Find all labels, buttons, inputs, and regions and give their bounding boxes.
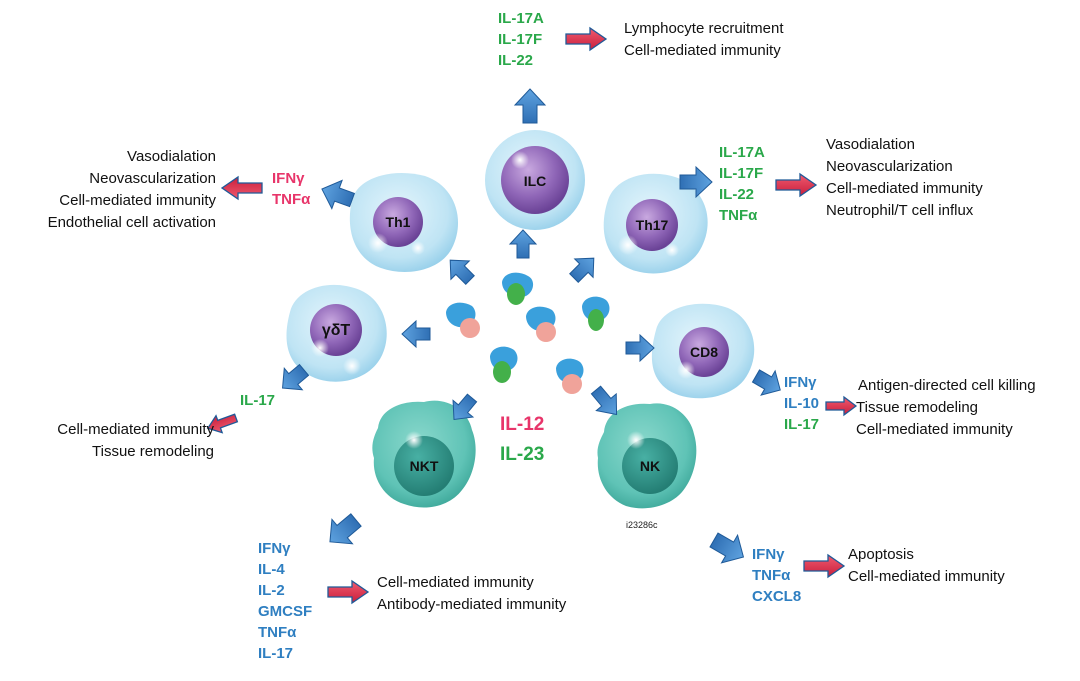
ilc-cell: [485, 130, 585, 230]
th1-effect: Endothelial cell activation: [47, 214, 216, 231]
nk-cytokine: CXCL8: [752, 588, 802, 605]
ilc-cytokine: IL-22: [498, 52, 534, 69]
nkt-cytokine: IL-4: [258, 561, 285, 578]
th17-effect: Neutrophil/T cell influx: [826, 202, 974, 219]
th1-effect: Vasodialation: [127, 148, 216, 165]
nk-effect-list: Apoptosis Cell-mediated immunity: [848, 544, 1005, 588]
cd8-effect: Tissue remodeling: [856, 399, 978, 416]
nk-cell: [597, 403, 697, 509]
th1-label: Th1: [385, 214, 411, 230]
ilc-cytokine: IL-17F: [498, 31, 543, 48]
cd8-label: CD8: [689, 344, 719, 360]
gdt-label: γδT: [321, 322, 351, 339]
ilc-cytokine: IL-17A: [498, 10, 544, 27]
nk-effect: Cell-mediated immunity: [848, 568, 1005, 585]
gdt-cytokine-list: IL-17: [240, 390, 275, 411]
th1-cytokine: IFNγ: [272, 170, 305, 187]
nk-cytokine: TNFα: [752, 567, 791, 584]
nkt-cytokine: IL-17: [258, 645, 294, 662]
ilc-effect-list: Lymphocyte recruitment Cell-mediated imm…: [624, 18, 784, 62]
cd8-effect: Cell-mediated immunity: [856, 421, 1013, 438]
gdt-cell: [286, 284, 387, 382]
central-cytokine-cluster: [446, 272, 610, 394]
th1-effect: Neovascularization: [89, 170, 216, 187]
nkt-cytokine: TNFα: [258, 624, 297, 641]
cd8-cytokine: IFNγ: [784, 374, 817, 391]
th17-cytokine: TNFα: [719, 207, 758, 224]
th17-effect: Cell-mediated immunity: [826, 180, 983, 197]
nkt-effect: Antibody-mediated immunity: [377, 596, 567, 613]
th1-cell: [349, 173, 459, 272]
nkt-cytokine: IL-2: [258, 582, 285, 599]
figure-code: i23286c: [626, 520, 658, 530]
th1-effect-list: Vasodialation Neovascularization Cell-me…: [48, 146, 216, 234]
th17-cytokine: IL-17F: [719, 165, 764, 182]
nkt-cytokine: GMCSF: [258, 603, 313, 620]
nkt-cytokine-list: IFNγ IL-4 IL-2 GMCSF TNFα IL-17: [258, 538, 312, 664]
pathway-arrows: [282, 88, 781, 564]
nk-effect: Apoptosis: [848, 546, 914, 563]
th17-effect: Vasodialation: [826, 136, 915, 153]
nk-cytokine: IFNγ: [752, 546, 785, 563]
effect-arrows: [206, 26, 858, 605]
th1-cytokine-list: IFNγ TNFα: [272, 168, 310, 210]
cd8-effect: Antigen-directed cell killing: [858, 377, 1036, 394]
nkt-label: NKT: [409, 458, 439, 474]
ilc-effect: Lymphocyte recruitment: [624, 20, 784, 37]
ilc-cytokine-list: IL-17A IL-17F IL-22: [498, 8, 544, 71]
th17-cytokine: IL-22: [719, 186, 755, 203]
gdt-effect: Tissue remodeling: [92, 443, 214, 460]
ilc-effect: Cell-mediated immunity: [624, 42, 781, 59]
center-il12: IL-12: [500, 414, 545, 435]
cd8-effect-list: Antigen-directed cell killing Tissue rem…: [856, 375, 1036, 441]
th1-effect: Cell-mediated immunity: [59, 192, 216, 209]
center-il23: IL-23: [500, 444, 545, 465]
cd8-cell: [651, 303, 755, 399]
gdt-effect-list: Cell-mediated immunity Tissue remodeling: [57, 419, 214, 463]
th17-cytokine-list: IL-17A IL-17F IL-22 TNFα: [719, 142, 765, 226]
th17-effect-list: Vasodialation Neovascularization Cell-me…: [826, 134, 983, 222]
cd8-cytokine-list: IFNγ IL-10 IL-17: [784, 372, 819, 435]
cd8-cytokine: IL-10: [784, 395, 820, 412]
th17-effect: Neovascularization: [826, 158, 953, 175]
nk-cytokine-list: IFNγ TNFα CXCL8: [752, 544, 801, 607]
ilc-label: ILC: [523, 173, 547, 189]
nk-label: NK: [639, 458, 661, 474]
th17-cell: [603, 173, 708, 274]
gdt-cytokine: IL-17: [240, 392, 276, 409]
nkt-effect: Cell-mediated immunity: [377, 574, 534, 591]
nkt-effect-list: Cell-mediated immunity Antibody-mediated…: [377, 572, 566, 616]
nkt-cytokine: IFNγ: [258, 540, 291, 557]
nkt-cell: [372, 400, 476, 508]
th1-cytokine: TNFα: [272, 191, 311, 208]
th17-label: Th17: [635, 217, 669, 233]
th17-cytokine: IL-17A: [719, 144, 765, 161]
gdt-effect: Cell-mediated immunity: [57, 421, 214, 438]
cd8-cytokine: IL-17: [784, 416, 820, 433]
